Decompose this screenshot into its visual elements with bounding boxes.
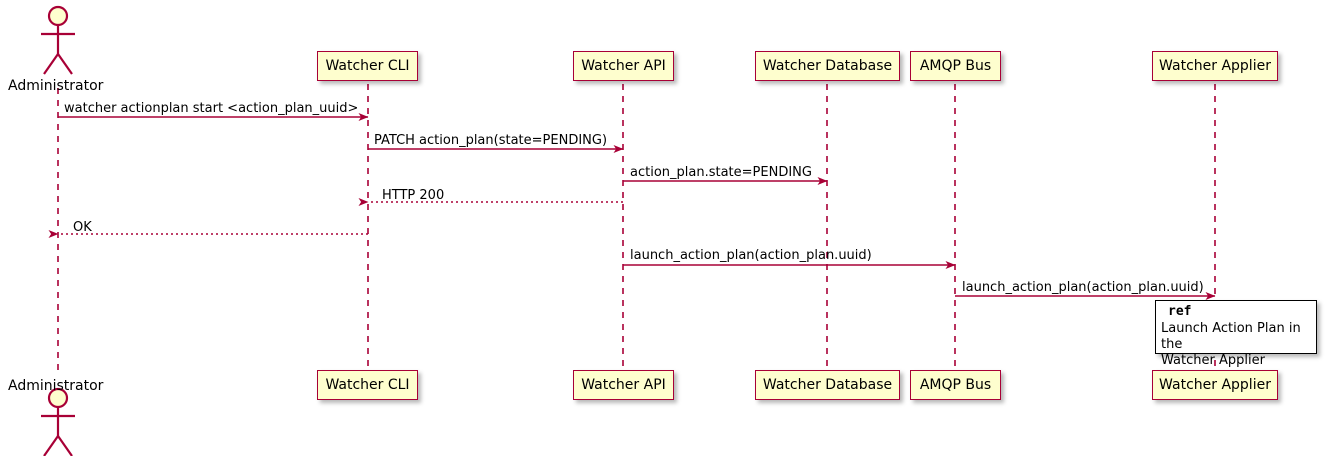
actor-leg-right-administrator-top (57, 53, 73, 75)
participant-label: Watcher Database (762, 58, 893, 74)
message-actionplan-start-label: watcher actionplan start <action_plan_uu… (64, 101, 359, 116)
participant-label: AMQP Bus (919, 377, 992, 393)
message-action-plan-state-pending-label: action_plan.state=PENDING (630, 165, 812, 180)
participant-watcher-database-top[interactable]: Watcher Database (755, 51, 900, 81)
actor-label-administrator-top: Administrator (8, 78, 104, 94)
participant-label: Watcher CLI (325, 377, 410, 393)
participant-label: Watcher API (581, 377, 666, 393)
participant-watcher-applier-bottom[interactable]: Watcher Applier (1152, 370, 1278, 400)
participant-label: Watcher Applier (1159, 377, 1271, 393)
participant-amqp-bus-top[interactable]: AMQP Bus (910, 51, 1001, 81)
message-http-200-label: HTTP 200 (382, 188, 445, 203)
participant-watcher-applier-top[interactable]: Watcher Applier (1152, 51, 1278, 81)
actor-leg-left-administrator-top (43, 53, 59, 75)
message-ok-label: OK (73, 220, 92, 235)
ref-tab-label: ref (1168, 304, 1192, 319)
participant-watcher-cli-top[interactable]: Watcher CLI (317, 51, 418, 81)
participant-label: Watcher CLI (325, 58, 410, 74)
actor-leg-left-administrator-bottom (43, 435, 59, 456)
message-patch-action-plan-label: PATCH action_plan(state=PENDING) (374, 133, 608, 148)
actor-figure-administrator-bottom (41, 387, 75, 456)
participant-watcher-cli-bottom[interactable]: Watcher CLI (317, 370, 418, 400)
participant-watcher-api-bottom[interactable]: Watcher API (573, 370, 674, 400)
ref-fragment (1155, 300, 1317, 354)
actor-figures-group (41, 5, 75, 456)
participant-amqp-bus-bottom[interactable]: AMQP Bus (910, 370, 1001, 400)
message-launch-action-plan-bus-applier-label: launch_action_plan(action_plan.uuid) (962, 280, 1204, 295)
participant-label: AMQP Bus (919, 58, 992, 74)
actor-label-administrator-bottom: Administrator (8, 378, 104, 394)
participant-label: Watcher Database (762, 377, 893, 393)
participant-label: Watcher API (581, 58, 666, 74)
message-launch-action-plan-api-bus-label: launch_action_plan(action_plan.uuid) (630, 248, 872, 263)
participant-watcher-database-bottom[interactable]: Watcher Database (755, 370, 900, 400)
actor-leg-right-administrator-bottom (57, 435, 73, 456)
actor-figure-administrator-top (41, 5, 75, 75)
participant-label: Watcher Applier (1159, 58, 1271, 74)
ref-body-text: Launch Action Plan in the Watcher Applie… (1161, 321, 1301, 368)
participant-watcher-api-top[interactable]: Watcher API (573, 51, 674, 81)
